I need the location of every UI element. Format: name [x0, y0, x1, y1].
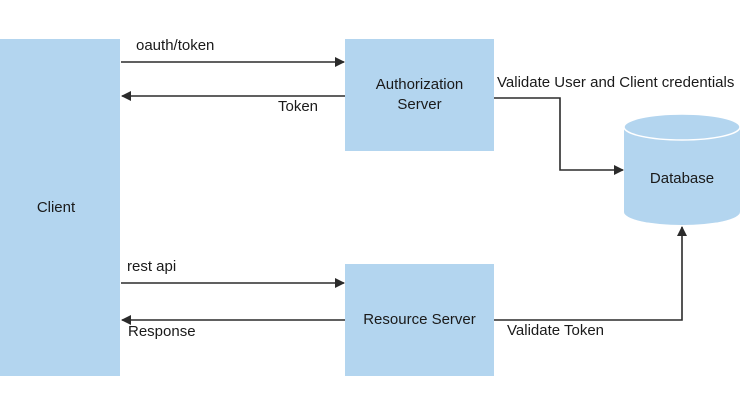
edge-label-oauth-token: oauth/token [136, 37, 215, 54]
arrow-validate-token [494, 226, 687, 321]
authorization-server-node: Authorization Server [345, 39, 494, 151]
edge-label-response: Response [128, 323, 196, 340]
edge-label-rest-api: rest api [127, 258, 177, 275]
authorization-server-label-line2: Server [397, 96, 442, 113]
client-label: Client [36, 198, 76, 216]
arrow-validate-user [494, 97, 624, 175]
edge-label-validate-user: Validate User and Client credentials [497, 74, 735, 91]
edge-label-validate-token: Validate Token [507, 322, 605, 339]
resource-server-label: Resource Server [363, 311, 476, 328]
database-cylinder [623, 113, 740, 225]
resource-server-node: Resource Server [345, 264, 494, 376]
authorization-server-label-line1: Authorization [375, 76, 464, 93]
edge-label-token: Token [278, 98, 319, 115]
client-node: Client [0, 39, 120, 376]
database-label: Database [649, 170, 715, 187]
